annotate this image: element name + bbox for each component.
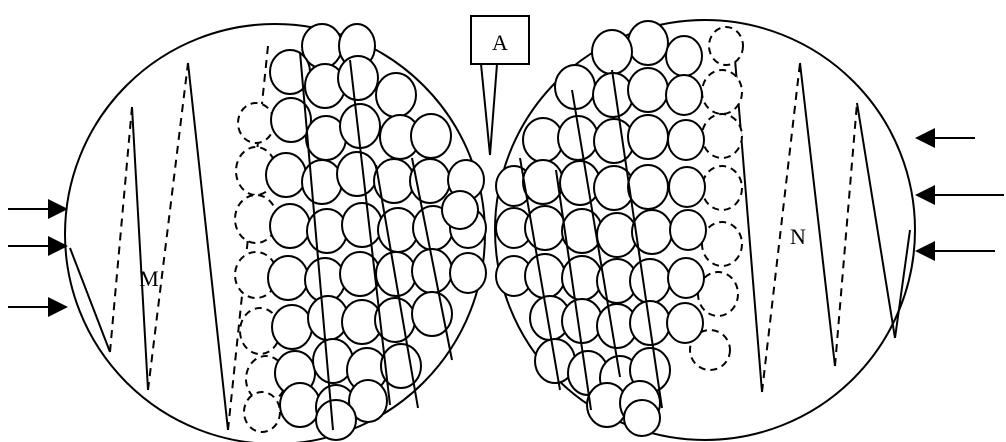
right-dashed-grain <box>702 222 742 266</box>
right-solid-grain <box>562 299 602 343</box>
left-solid-grain <box>337 152 377 196</box>
left-solid-grain <box>307 209 347 253</box>
left-dashed-grain <box>244 392 280 432</box>
left-solid-grain <box>374 159 414 203</box>
right-zigzag-segment <box>800 63 835 366</box>
right-solid-grain <box>628 21 668 65</box>
right-force-arrows <box>917 138 1004 251</box>
right-solid-grain <box>628 115 668 159</box>
left-solid-grain <box>280 383 320 427</box>
left-dashed-grain <box>238 103 274 143</box>
right-dashed-grain <box>702 166 742 210</box>
right-solid-grains <box>496 21 706 436</box>
right-solid-grain <box>630 259 670 303</box>
left-solid-grain <box>302 160 342 204</box>
left-solid-grain <box>338 56 378 100</box>
left-zigzag-segment <box>188 63 228 430</box>
left-solid-grain <box>411 114 451 158</box>
right-solid-grain <box>562 256 602 300</box>
left-solid-grain <box>268 256 308 300</box>
left-solid-grains <box>266 24 486 440</box>
left-zigzag-segment <box>148 63 188 390</box>
left-solid-grain <box>270 204 310 248</box>
left-solid-grain <box>376 252 416 296</box>
right-solid-grain <box>628 68 668 112</box>
right-solid-grain <box>628 165 668 209</box>
left-solid-grain <box>342 203 382 247</box>
right-zigzag-segment <box>835 103 857 366</box>
left-solid-grain <box>316 400 356 440</box>
left-zigzag-segment <box>110 107 132 352</box>
right-solid-grain <box>597 213 637 257</box>
right-solid-grain <box>669 167 705 207</box>
right-dashed-grain <box>702 70 742 114</box>
right-solid-grain <box>666 36 702 76</box>
left-force-arrows <box>8 209 66 307</box>
callout-pointer <box>481 64 497 155</box>
right-solid-grain <box>525 254 565 298</box>
left-solid-grain <box>442 191 478 229</box>
right-solid-grain <box>670 210 706 250</box>
right-solid-grain <box>592 30 632 74</box>
right-solid-grain <box>668 258 704 298</box>
right-solid-grain <box>666 75 702 115</box>
right-solid-grain <box>667 303 703 343</box>
left-zigzag-lines <box>70 46 268 430</box>
left-zigzag-segment <box>132 107 148 390</box>
label-n: N <box>790 224 806 249</box>
left-solid-grain <box>272 305 312 349</box>
right-dashed-grain <box>702 114 742 158</box>
right-solid-grain <box>624 400 660 436</box>
left-solid-grain <box>266 153 306 197</box>
right-zigzag-segment <box>857 103 895 338</box>
left-solid-grain <box>376 73 416 117</box>
label-a: A <box>492 30 508 55</box>
right-solid-grain <box>523 118 563 162</box>
right-solid-grain <box>525 206 565 250</box>
left-solid-grain <box>450 253 486 293</box>
right-solid-grain <box>668 120 704 160</box>
right-dashed-grain <box>709 27 743 65</box>
